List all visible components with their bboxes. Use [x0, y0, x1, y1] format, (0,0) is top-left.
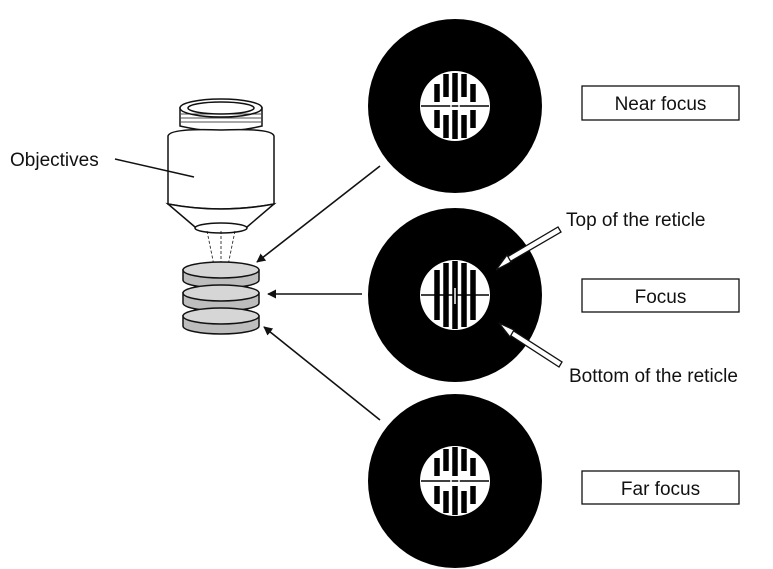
focus-box: Focus — [581, 278, 740, 313]
view-arrows — [256, 165, 381, 421]
top-reticle-label: Top of the reticle — [566, 210, 705, 231]
arrow-far — [263, 326, 381, 421]
objective-lens — [165, 98, 277, 301]
near-focus-box: Near focus — [581, 85, 740, 121]
focus-plates — [182, 261, 260, 335]
focus-view — [368, 208, 542, 382]
focus-label: Focus — [635, 287, 687, 308]
near-focus-label: Near focus — [615, 94, 707, 115]
objectives-label: Objectives — [10, 150, 99, 171]
plate-focus — [182, 284, 260, 312]
top-reticle-pointer — [495, 226, 562, 271]
far-focus-view — [368, 394, 542, 568]
objectives-leader — [114, 158, 195, 178]
plate-near — [182, 261, 260, 289]
far-focus-label: Far focus — [621, 479, 700, 500]
plate-far — [182, 307, 260, 335]
bottom-reticle-pointer — [498, 322, 563, 368]
bottom-reticle-label: Bottom of the reticle — [569, 366, 738, 387]
far-focus-box: Far focus — [581, 470, 740, 505]
arrow-near — [256, 165, 381, 263]
near-focus-view — [368, 19, 542, 193]
